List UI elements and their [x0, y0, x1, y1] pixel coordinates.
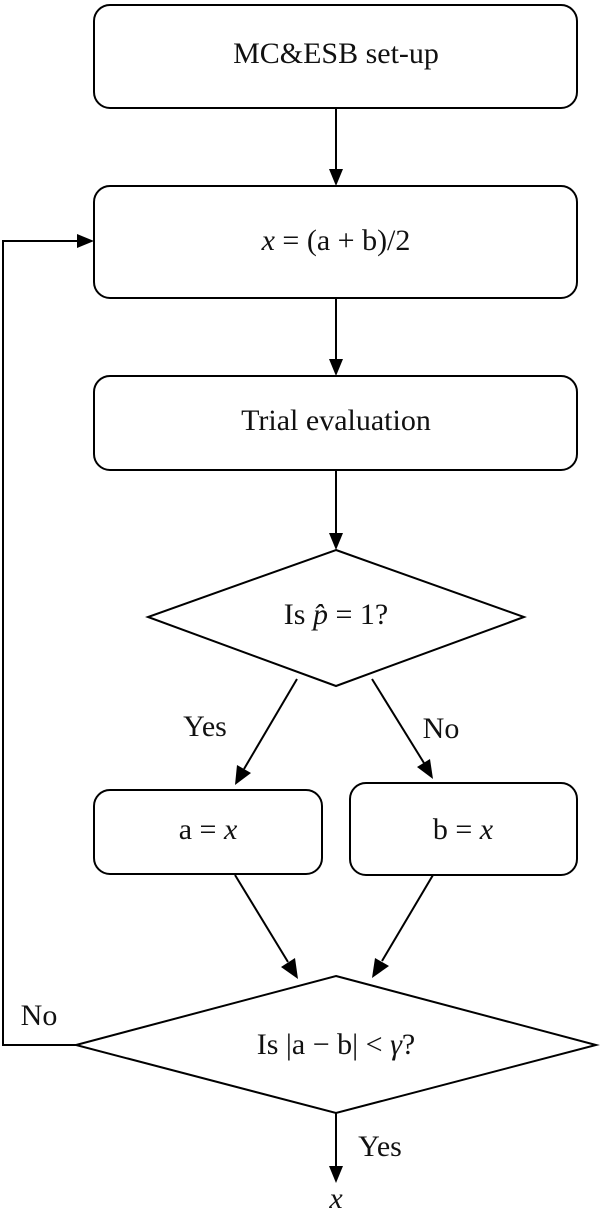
edge-setup-to-midpoint — [329, 108, 343, 186]
arrowhead — [329, 1166, 343, 1183]
midpoint-label: x = (a + b)/2 — [261, 224, 411, 257]
edge-assign-a-to-decision-gap — [234, 874, 298, 979]
arrowhead — [281, 958, 298, 979]
midpoint-node: x = (a + b)/2 — [93, 185, 578, 299]
assign-b-box — [349, 782, 578, 876]
edge-label-yes-output: Yes — [358, 1130, 402, 1163]
arrowhead — [372, 958, 389, 978]
setup-node: MC&ESB set-up — [93, 4, 578, 109]
edge-label-loop-no: No — [21, 999, 58, 1032]
decision-p-diamond — [145, 548, 527, 688]
decision-gap-label: Is |a − b| < γ? — [257, 1028, 416, 1061]
output-label: x — [328, 1182, 343, 1213]
assign-a-label: a = x — [179, 813, 238, 846]
edge-midpoint-to-trial — [329, 298, 343, 376]
decision-p-node: Is p̂ = 1? — [145, 548, 527, 688]
decision-gap-node: Is |a − b| < γ? — [72, 974, 600, 1115]
arrowhead — [329, 359, 343, 376]
assign-b-label: b = x — [433, 813, 494, 846]
arrowhead — [235, 765, 251, 785]
setup-label: MC&ESB set-up — [233, 37, 439, 70]
edge-label-yes: Yes — [183, 710, 227, 743]
arrowhead — [329, 533, 343, 550]
edge-decision-gap-yes: Yes — [329, 1113, 402, 1183]
assign-b-node: b = x — [349, 782, 578, 876]
edge-decision-p-no: No — [371, 678, 460, 779]
decision-p-label: Is p̂ = 1? — [284, 598, 388, 631]
assign-a-node: a = x — [93, 789, 323, 875]
arrowhead — [417, 759, 433, 779]
assign-a-box — [93, 789, 323, 875]
arrowhead — [329, 169, 343, 186]
edge-decision-gap-no-loop: No — [2, 234, 94, 1046]
edge-label-no: No — [423, 712, 460, 745]
edge-assign-b-to-decision-gap — [372, 874, 434, 978]
trial-node: Trial evaluation — [93, 375, 578, 471]
trial-label: Trial evaluation — [241, 404, 431, 437]
arrowhead — [77, 234, 94, 248]
edge-trial-to-decision-p — [329, 470, 343, 550]
edge-decision-p-yes: Yes — [183, 678, 298, 785]
